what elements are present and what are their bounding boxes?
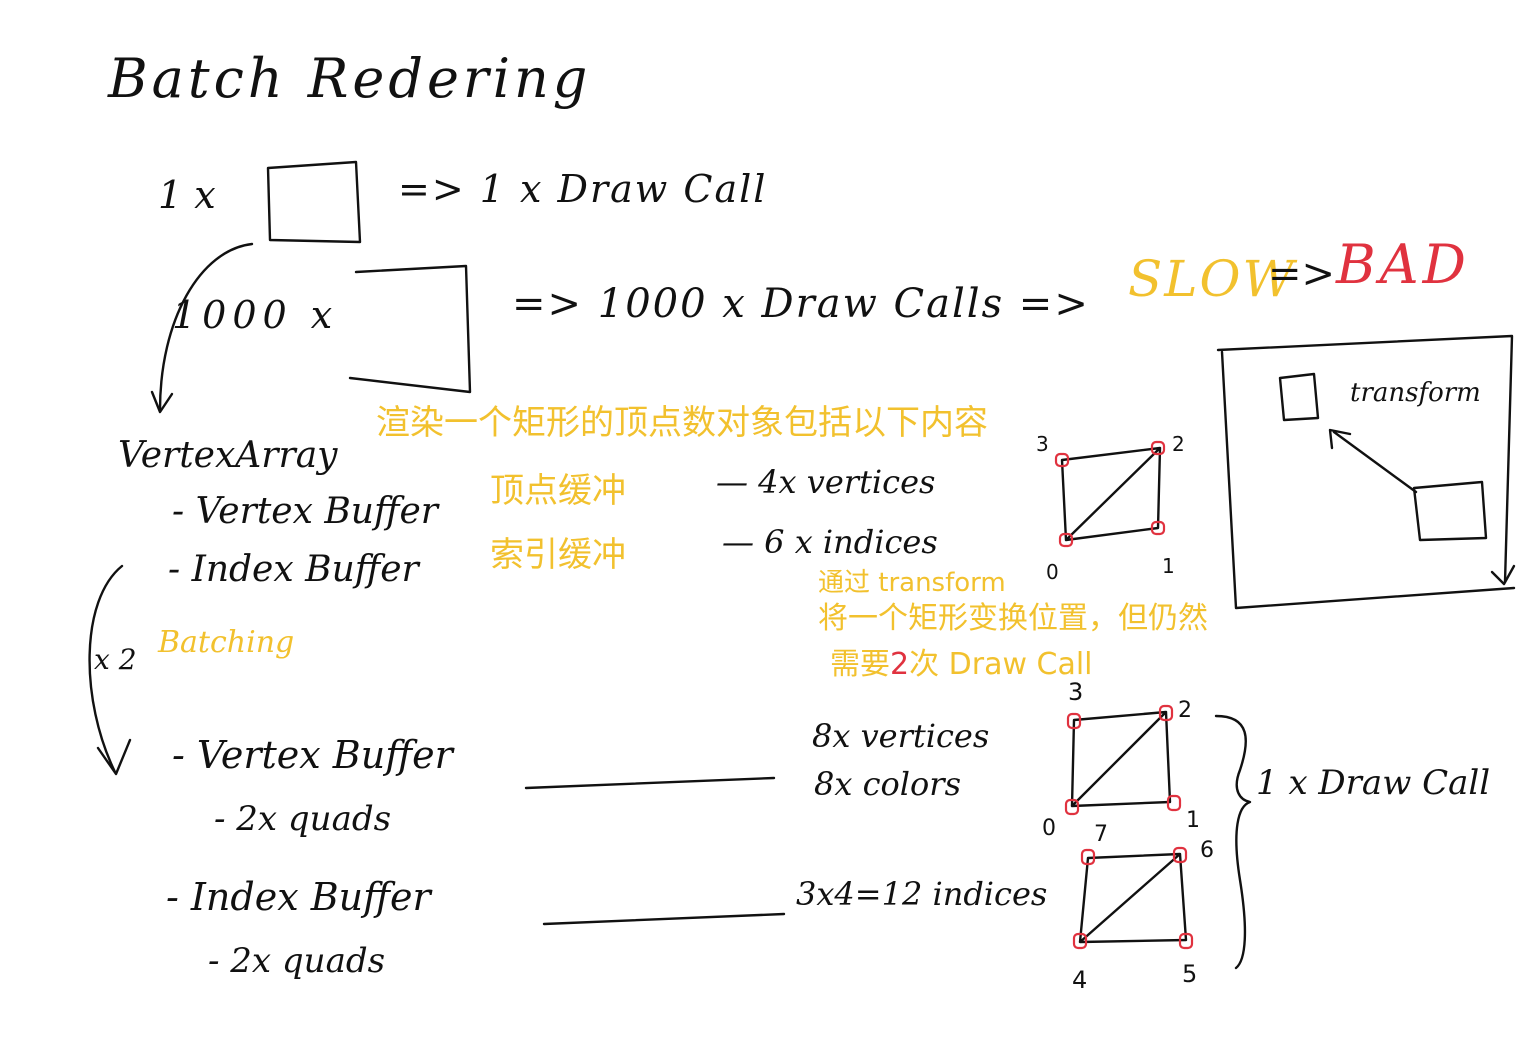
row1-result: => 1 x Draw Call bbox=[398, 167, 768, 211]
vertex-buffer-label: - Vertex Buffer bbox=[172, 491, 438, 532]
quad-double-v6: 6 bbox=[1200, 838, 1214, 863]
batched-colors: 8x colors bbox=[814, 765, 961, 803]
index-buffer-label: - Index Buffer bbox=[168, 549, 419, 590]
connector-index bbox=[542, 912, 786, 926]
bad-label: BAD bbox=[1336, 233, 1470, 296]
index-buffer-cn: 索引缓冲 bbox=[490, 535, 626, 575]
vertices-count: — 4x vertices bbox=[716, 463, 936, 501]
transform-square-b bbox=[1412, 480, 1488, 542]
quad-single-shape bbox=[1060, 446, 1162, 542]
quad-single-v2: 2 bbox=[1172, 432, 1185, 456]
draw-call-result: 1 x Draw Call bbox=[1256, 763, 1491, 803]
row2-result: => 1000 x Draw Calls => bbox=[512, 281, 1090, 327]
vertex-buffer-cn: 顶点缓冲 bbox=[490, 471, 626, 511]
batching-arrow bbox=[88, 564, 124, 774]
transform-label: transform bbox=[1350, 378, 1481, 408]
transform-note-line1: 通过 transform bbox=[818, 568, 1006, 598]
vertex-marker bbox=[1058, 532, 1074, 548]
transform-note-pre: 需要 bbox=[830, 647, 890, 682]
quad-double-v5: 5 bbox=[1182, 960, 1198, 988]
batching-multiplier: x 2 bbox=[94, 643, 137, 676]
many-rect-shape bbox=[348, 264, 472, 394]
curved-arrow-down bbox=[158, 242, 254, 412]
row2-count: 1000 x bbox=[172, 293, 339, 337]
batched-vertex-buffer-label: - Vertex Buffer bbox=[172, 733, 453, 777]
vertex-marker bbox=[1150, 520, 1166, 536]
quad-single-v3: 3 bbox=[1036, 432, 1049, 456]
batched-index-buffer-label: - Index Buffer bbox=[166, 875, 431, 919]
connector-vertex bbox=[524, 776, 776, 790]
vertex-marker bbox=[1166, 794, 1182, 812]
batched-ib-quads: - 2x quads bbox=[208, 941, 386, 981]
vertex-marker bbox=[1054, 452, 1070, 468]
curly-brace bbox=[1214, 714, 1252, 970]
vertex-marker bbox=[1178, 932, 1194, 950]
transform-note-line3: 需要2次 Draw Call bbox=[830, 650, 1093, 680]
vertex-marker bbox=[1172, 846, 1188, 864]
transform-square-a bbox=[1278, 372, 1320, 422]
row1-count: 1 x bbox=[158, 173, 216, 217]
vertex-array-note-cn: 渲染一个矩形的顶点数对象包括以下内容 bbox=[376, 403, 988, 443]
vertex-marker bbox=[1064, 798, 1080, 816]
quad-double-v7: 7 bbox=[1094, 822, 1108, 847]
vertex-marker bbox=[1072, 932, 1088, 950]
quad-single-v0: 0 bbox=[1046, 560, 1059, 584]
batched-vb-quads: - 2x quads bbox=[214, 799, 392, 839]
batched-indices: 3x4=12 indices bbox=[796, 875, 1048, 913]
quad-double-v3: 3 bbox=[1068, 678, 1084, 706]
transform-note-num: 2 bbox=[890, 647, 910, 682]
quad-bottom-shape bbox=[1078, 852, 1188, 944]
transform-note-post: 次 Draw Call bbox=[909, 647, 1093, 682]
vertex-marker bbox=[1150, 440, 1166, 456]
page-title: Batch Redering bbox=[108, 47, 592, 110]
slow-label: SLOW bbox=[1128, 250, 1296, 308]
quad-single-v1: 1 bbox=[1162, 554, 1175, 578]
slow-bad-arrow: => bbox=[1268, 251, 1336, 297]
vertex-marker bbox=[1080, 848, 1096, 866]
transform-arrow bbox=[1332, 430, 1418, 494]
transform-note-line2: 将一个矩形变换位置，但仍然 bbox=[818, 601, 1208, 636]
quad-double-v2: 2 bbox=[1178, 698, 1192, 723]
quad-double-v1: 1 bbox=[1186, 808, 1200, 833]
quad-double-v4: 4 bbox=[1072, 966, 1088, 994]
indices-count: — 6 x indices bbox=[722, 523, 938, 561]
vertex-marker bbox=[1158, 704, 1174, 722]
vertex-marker bbox=[1066, 712, 1082, 730]
batching-label: Batching bbox=[158, 625, 295, 660]
quad-double-v0: 0 bbox=[1042, 816, 1056, 841]
batched-vertices: 8x vertices bbox=[812, 717, 990, 755]
vertex-array-label: VertexArray bbox=[118, 435, 338, 476]
transform-box bbox=[1216, 334, 1514, 584]
single-rect-shape bbox=[266, 160, 362, 244]
quad-top-shape bbox=[1070, 710, 1172, 808]
